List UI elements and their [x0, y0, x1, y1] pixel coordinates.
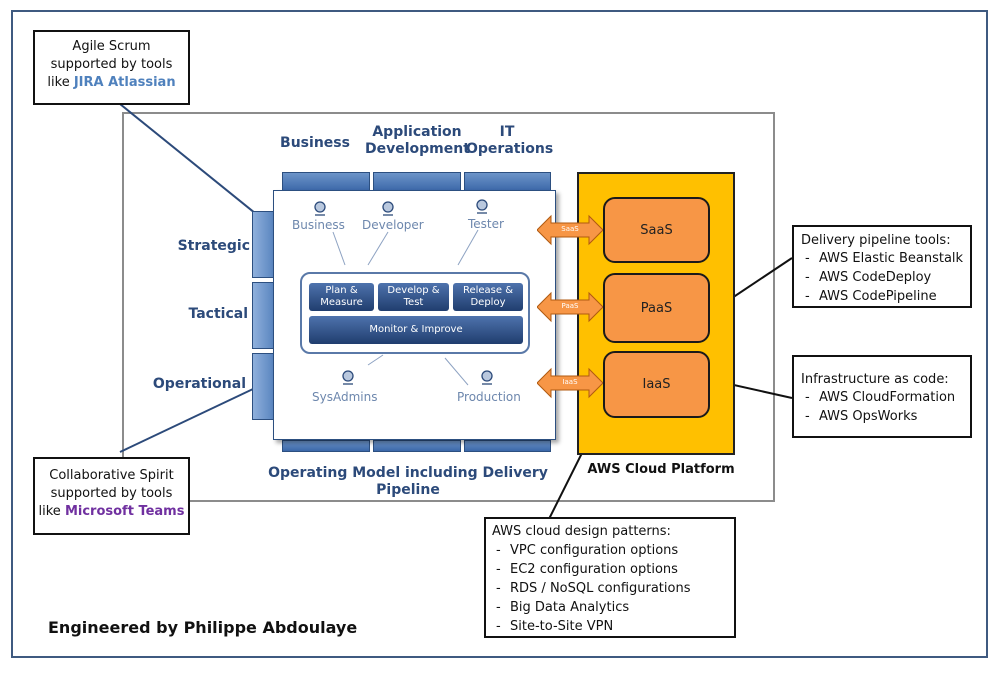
operating-model-caption: Operating Model including Delivery Pipel… — [268, 465, 548, 498]
infra-title: Infrastructure as code: — [801, 372, 949, 387]
role-connectors — [332, 229, 479, 386]
double-arrow-icon — [537, 367, 603, 399]
level-label-tactical: Tactical — [188, 306, 248, 322]
role-business: Business — [292, 218, 345, 232]
patterns-title: AWS cloud design patterns: — [492, 524, 671, 539]
agile-prefix: like — [47, 75, 74, 90]
step-monitor-improve: Monitor & Improve — [309, 316, 523, 344]
level-tab-tactical — [252, 282, 274, 349]
service-saas: SaaS — [603, 197, 710, 263]
step-develop-test: Develop & Test — [378, 283, 449, 311]
list-item: EC2 configuration options — [492, 560, 734, 579]
microsoft-teams-link: Microsoft Teams — [64, 504, 185, 519]
callout-collab: Collaborative Spirit supported by tools … — [33, 457, 190, 535]
agile-line2: supported by tools — [50, 57, 173, 72]
service-paas: PaaS — [603, 273, 710, 343]
patterns-list: VPC configuration options EC2 configurat… — [492, 541, 734, 636]
callout-agile: Agile Scrum supported by tools like JIRA… — [33, 30, 190, 105]
callout-delivery-pipeline: Delivery pipeline tools: AWS Elastic Bea… — [792, 225, 972, 308]
inner-frame — [122, 112, 775, 502]
column-tab-bottom-3 — [464, 440, 551, 452]
collab-line3: like Microsoft Teams — [35, 503, 188, 521]
arrow-label-iaas: IaaS — [562, 378, 578, 386]
list-item: Big Data Analytics — [492, 598, 734, 617]
double-arrow-icon — [537, 214, 603, 246]
role-sysadmins: SysAdmins — [312, 390, 378, 404]
column-tab-bottom-1 — [282, 440, 370, 452]
agile-line3: like JIRA Atlassian — [35, 74, 188, 92]
collab-prefix: like — [38, 504, 65, 519]
column-tab-bottom-2 — [373, 440, 461, 452]
column-label-itops: IT Operations — [466, 124, 554, 157]
person-icon — [476, 199, 488, 214]
level-label-strategic: Strategic — [177, 238, 250, 254]
collab-line2: supported by tools — [50, 486, 173, 501]
list-item: VPC configuration options — [492, 541, 734, 560]
aws-caption: AWS Cloud Platform — [587, 462, 735, 477]
person-icon — [314, 201, 326, 216]
role-tester: Tester — [468, 217, 504, 231]
double-arrow-icon — [537, 291, 603, 323]
delivery-title: Delivery pipeline tools: — [801, 233, 951, 248]
role-developer: Developer — [362, 218, 424, 232]
arrow-label-saas: SaaS — [561, 225, 579, 233]
column-label-appdev: Application Development — [365, 124, 470, 157]
jira-atlassian-link: JIRA Atlassian — [73, 75, 176, 90]
delivery-list: AWS Elastic Beanstalk AWS CodeDeploy AWS… — [801, 249, 970, 306]
person-icon — [342, 370, 354, 385]
level-label-operational: Operational — [152, 376, 246, 392]
column-label-business: Business — [280, 135, 350, 151]
step-plan-measure: Plan & Measure — [309, 283, 374, 311]
list-item: Site-to-Site VPN — [492, 617, 734, 636]
step-release-deploy: Release & Deploy — [453, 283, 523, 311]
infra-list: AWS CloudFormation AWS OpsWorks — [801, 388, 970, 426]
list-item: AWS OpsWorks — [801, 407, 970, 426]
column-tab-itops — [464, 172, 551, 192]
role-production: Production — [457, 390, 521, 404]
callout-design-patterns: AWS cloud design patterns: VPC configura… — [484, 517, 736, 638]
agile-line1: Agile Scrum — [72, 39, 151, 54]
list-item: AWS CloudFormation — [801, 388, 970, 407]
person-icon — [382, 201, 394, 216]
column-tab-appdev — [373, 172, 461, 192]
list-item: AWS CodeDeploy — [801, 268, 970, 287]
column-tab-business — [282, 172, 370, 192]
service-iaas: IaaS — [603, 351, 710, 418]
level-tab-operational — [252, 353, 274, 420]
list-item: AWS CodePipeline — [801, 287, 970, 306]
list-item: RDS / NoSQL configurations — [492, 579, 734, 598]
person-icon — [481, 370, 493, 385]
credit-text: Engineered by Philippe Abdoulaye — [48, 618, 358, 637]
callout-infrastructure: Infrastructure as code: AWS CloudFormati… — [792, 355, 972, 438]
level-tab-strategic — [252, 211, 274, 278]
collab-line1: Collaborative Spirit — [49, 468, 174, 483]
arrow-label-paas: PaaS — [561, 302, 579, 310]
list-item: AWS Elastic Beanstalk — [801, 249, 970, 268]
outer-frame — [11, 10, 988, 658]
